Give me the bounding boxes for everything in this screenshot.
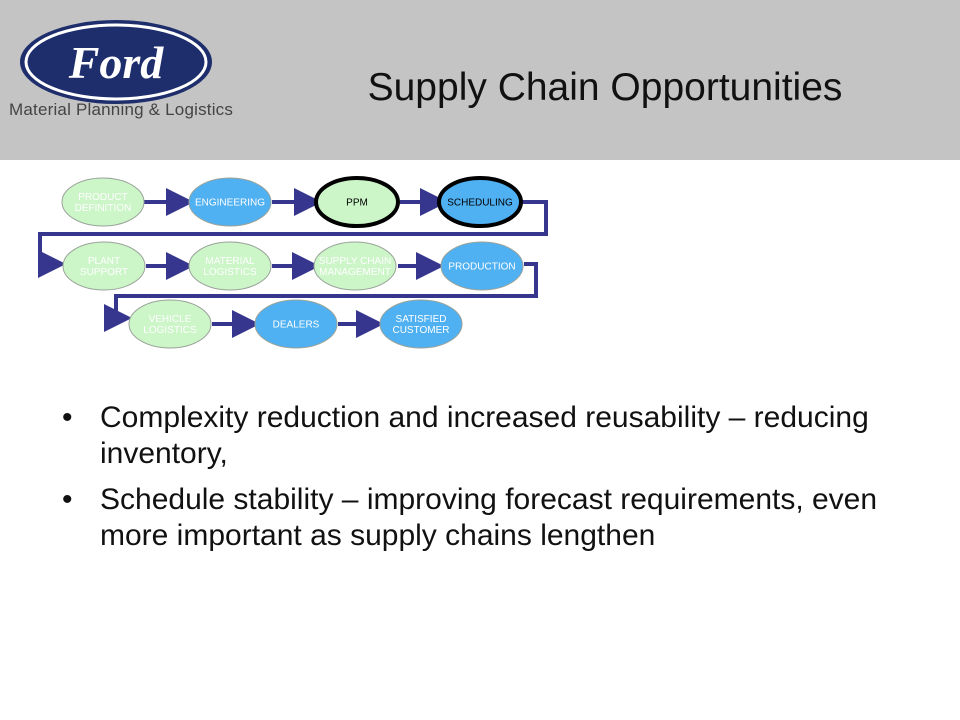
flow-node-shape	[314, 176, 400, 228]
flow-node-shape	[188, 177, 272, 227]
ford-logo: Ford Material Planning & Logistics	[0, 0, 260, 160]
flow-node-dealers: DEALERS	[254, 299, 338, 349]
flow-node-shape	[188, 241, 272, 291]
flow-node-label: DEALERS	[273, 320, 320, 331]
bullet-item: • Complexity reduction and increased reus…	[60, 400, 880, 472]
flow-node-label: ENGINEERING	[195, 198, 265, 209]
flow-node-shape	[254, 299, 338, 349]
flow-node-shape	[379, 299, 463, 349]
bullet-item: • Schedule stability – improving forecast…	[60, 482, 880, 554]
flow-node-shape	[437, 176, 523, 228]
bullet-dot-icon: •	[62, 401, 73, 434]
flow-node-ppm: PPM	[314, 176, 400, 228]
ford-oval-logo-icon: Ford	[20, 20, 212, 104]
flow-node-shape	[61, 177, 145, 227]
flow-node-shape	[313, 241, 397, 291]
flow-node-label: PPM	[346, 198, 368, 209]
flow-node-shape	[62, 241, 146, 291]
bullet-dot-icon: •	[62, 483, 73, 516]
arrow-scheduling-to-plant-support	[38, 200, 548, 278]
slide-title: Supply Chain Opportunities	[367, 66, 843, 109]
flow-node-label: SCHEDULING	[447, 198, 513, 209]
flow-node-label: PRODUCTION	[448, 262, 515, 273]
header-band: Ford Material Planning & Logistics Suppl…	[0, 0, 960, 160]
flow-node-shape	[440, 241, 524, 291]
arrow-production-to-vehicle	[104, 262, 538, 332]
flow-node-scheduling: SCHEDULING	[437, 176, 523, 228]
bullet-text: Complexity reduction and increased reusa…	[100, 401, 869, 470]
logo-subtitle: Material Planning & Logistics	[9, 100, 234, 119]
logo-brand-text: Ford	[68, 37, 165, 88]
flow-node-shape	[128, 299, 212, 349]
bullet-text: Schedule stability – improving forecast …	[100, 483, 878, 552]
flow-node-production: PRODUCTION	[440, 241, 524, 291]
flow-node-engineering: ENGINEERING	[188, 177, 272, 227]
bullet-list: • Complexity reduction and increased reus…	[60, 400, 880, 564]
